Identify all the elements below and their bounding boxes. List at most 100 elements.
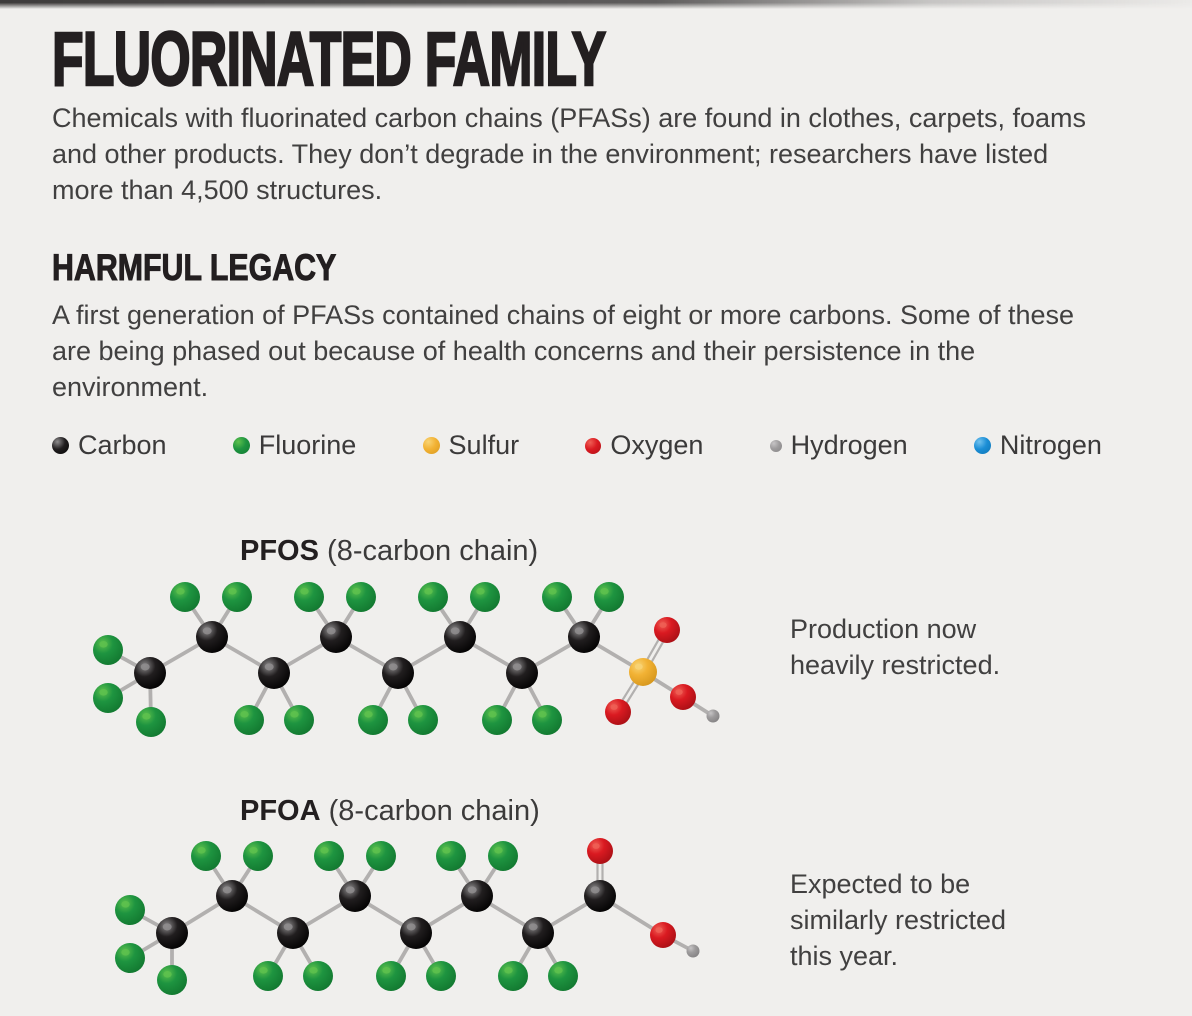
atom-highlight [228, 588, 237, 595]
carbon-atom [156, 917, 188, 949]
atom-highlight [99, 689, 108, 696]
atom-highlight [675, 689, 683, 695]
fluorine-atom [366, 841, 396, 871]
atom-highlight [634, 663, 643, 670]
molecule-descriptor-pfoa: (8-carbon chain) [328, 795, 540, 827]
legend-label: Oxygen [610, 430, 704, 460]
atom-highlight [574, 627, 584, 635]
sulfur-dot-icon [422, 437, 440, 454]
legend-label: Sulfur [448, 430, 520, 460]
fluorine-atom [253, 961, 283, 991]
atom-highlight [290, 711, 299, 718]
atom-highlight [442, 847, 451, 854]
molecule-name-pfoa: PFOA [240, 795, 321, 827]
fluorine-atom [548, 961, 578, 991]
legend: Carbon Fluorine Sulfur Oxygen Hydrogen Nitrog… [52, 430, 1102, 461]
fluorine-atom [436, 841, 466, 871]
nitrogen-dot-icon [973, 437, 991, 454]
carbon-atom [258, 657, 290, 689]
atom-highlight [406, 923, 416, 931]
atom-highlight [504, 967, 513, 974]
atom-highlight [476, 588, 485, 595]
atom-highlight [345, 886, 355, 894]
atom-highlight [163, 971, 172, 978]
atom-highlight [121, 901, 130, 908]
carbon-atom [584, 880, 616, 912]
atom-highlight [202, 627, 212, 635]
atom-highlight [592, 843, 600, 849]
molecule-label-pfos: PFOS (8-carbon chain) [240, 535, 538, 568]
page-title: FLUORINATED FAMILY [51, 17, 607, 102]
fluorine-atom [93, 683, 123, 713]
molecule-note-pfos: Production now heavily restricted. [790, 614, 1001, 680]
atom-highlight [197, 847, 206, 854]
section-body: A first generation of PFASs contained ch… [52, 300, 1075, 402]
atom-highlight [554, 967, 563, 974]
atom-highlight [283, 923, 293, 931]
carbon-atom [461, 880, 493, 912]
fluorine-atom [418, 582, 448, 612]
top-edge-shadow [0, 0, 1192, 9]
carbon-atom [522, 917, 554, 949]
oxygen-atom [670, 684, 696, 710]
pfoa-structure [115, 838, 700, 995]
atom-highlight [600, 588, 609, 595]
atom-highlight [121, 949, 130, 956]
fluorine-atom [346, 582, 376, 612]
fluorine-atom [136, 707, 166, 737]
atom-highlight [548, 588, 557, 595]
fluorine-atom [426, 961, 456, 991]
fluorine-atom [191, 841, 221, 871]
fluorine-atom [498, 961, 528, 991]
atom-highlight [264, 663, 274, 671]
fluorine-atom [115, 943, 145, 973]
molecule-label-pfoa: PFOA (8-carbon chain) [240, 795, 540, 828]
fluorine-atom [408, 705, 438, 735]
fluorine-atom [170, 582, 200, 612]
atom-highlight [538, 711, 547, 718]
hydrogen-atom [686, 944, 700, 958]
atom-highlight [352, 588, 361, 595]
atom-highlight [512, 663, 522, 671]
carbon-atom [134, 657, 166, 689]
legend-item-fluorine: Fluorine [232, 430, 356, 461]
hydrogen-atom [706, 709, 720, 723]
carbon-atom [506, 657, 538, 689]
atom-highlight [140, 663, 150, 671]
atom-highlight [414, 711, 423, 718]
atom-highlight [300, 588, 309, 595]
fluorine-atom [284, 705, 314, 735]
legend-label: Nitrogen [999, 430, 1102, 460]
fluorine-dot-icon [232, 437, 250, 454]
carbon-atom [444, 621, 476, 653]
atom-highlight [372, 847, 381, 854]
atom-highlight [432, 967, 441, 974]
fluorine-atom [470, 582, 500, 612]
atom-highlight [222, 886, 232, 894]
fluorine-atom [222, 582, 252, 612]
atom-highlight [240, 711, 249, 718]
oxygen-atom [587, 838, 613, 864]
oxygen-atom [605, 699, 631, 725]
atom-highlight [176, 588, 185, 595]
legend-item-nitrogen: Nitrogen [973, 430, 1102, 461]
atom-highlight [249, 847, 258, 854]
atom-highlight [326, 627, 336, 635]
atom-highlight [424, 588, 433, 595]
legend-label: Carbon [78, 430, 167, 460]
legend-item-hydrogen: Hydrogen [769, 430, 908, 461]
hydrogen-dot-icon [769, 439, 782, 452]
carbon-dot-icon [52, 437, 69, 454]
atom-highlight [488, 711, 497, 718]
fluorine-atom [594, 582, 624, 612]
fluorine-atom [488, 841, 518, 871]
carbon-atom [196, 621, 228, 653]
fluorine-atom [243, 841, 273, 871]
fluorine-atom [376, 961, 406, 991]
fluorine-atom [93, 635, 123, 665]
fluorine-atom [157, 965, 187, 995]
atom-highlight [99, 641, 108, 648]
atom-highlight [610, 704, 618, 710]
atom-highlight [309, 967, 318, 974]
